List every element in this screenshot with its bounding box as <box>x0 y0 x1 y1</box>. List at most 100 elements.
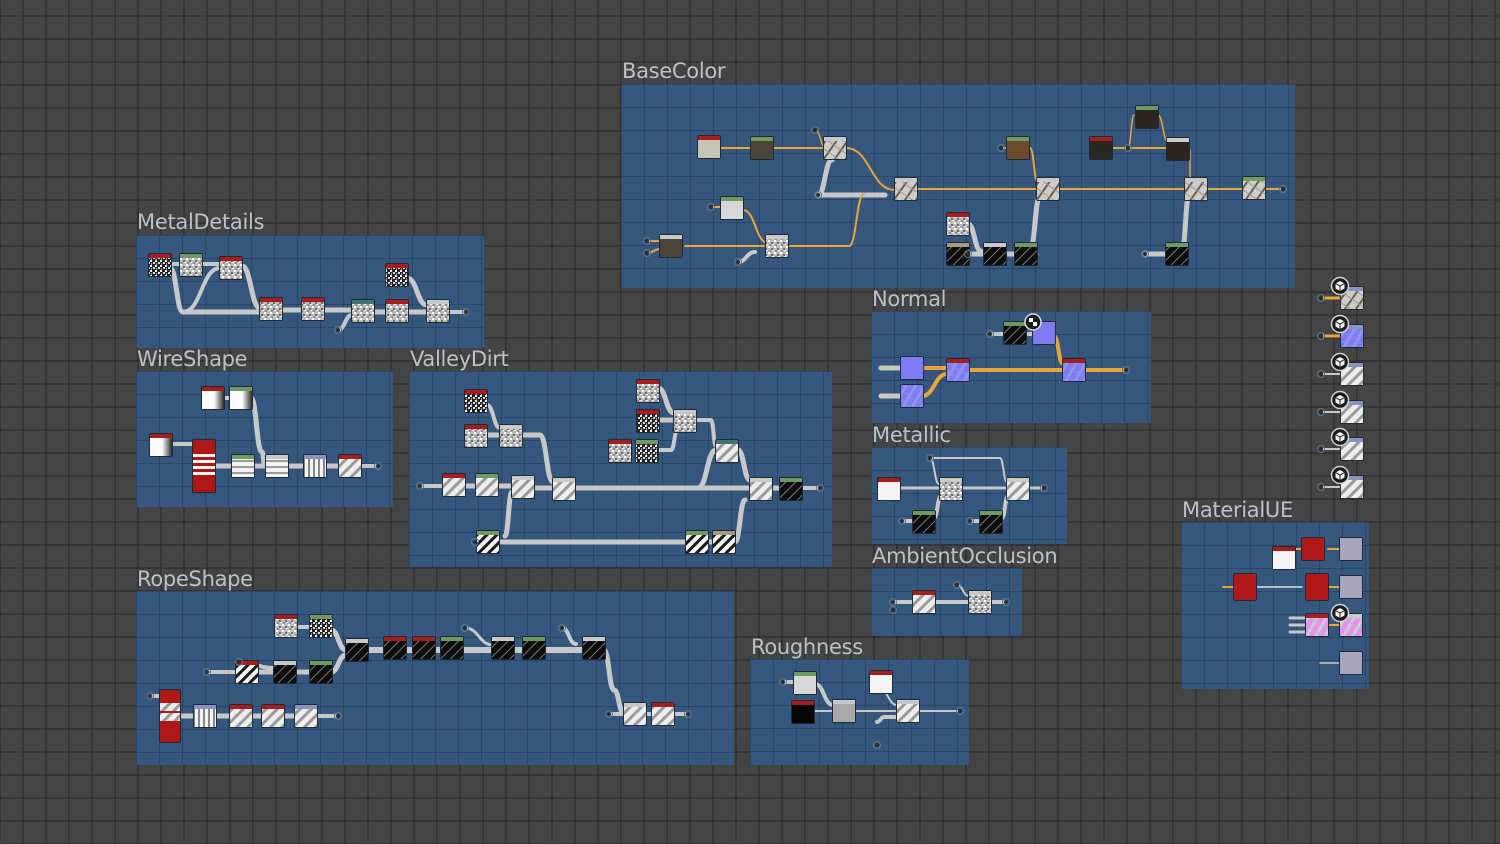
blend-node[interactable] <box>511 475 535 499</box>
blend-node[interactable] <box>301 297 325 321</box>
output-input-port[interactable] <box>1317 445 1325 453</box>
graph-port[interactable] <box>966 517 974 525</box>
transform-node[interactable] <box>475 473 499 497</box>
levels-node[interactable] <box>793 671 817 695</box>
transform-node[interactable] <box>685 530 709 554</box>
tile-node[interactable] <box>442 473 466 497</box>
normal-blend-node[interactable] <box>946 358 970 382</box>
graph-port[interactable] <box>889 598 897 606</box>
graph-port[interactable] <box>926 454 934 462</box>
shape-node[interactable] <box>229 386 253 410</box>
graph-port[interactable] <box>779 678 787 686</box>
noise-node[interactable] <box>309 614 333 638</box>
ao-node[interactable] <box>912 590 936 614</box>
blend-node[interactable] <box>219 256 243 280</box>
mask-node[interactable] <box>983 242 1007 266</box>
levels-node[interactable] <box>440 636 464 660</box>
blend-node[interactable] <box>832 699 856 723</box>
blend-node[interactable] <box>273 660 297 684</box>
output-port[interactable] <box>1279 185 1287 193</box>
blend-node[interactable] <box>265 454 289 478</box>
blend-node[interactable] <box>1166 137 1190 161</box>
blend-node[interactable] <box>1006 477 1030 501</box>
color-node[interactable] <box>1006 136 1030 160</box>
normal-blend-node[interactable] <box>1062 358 1086 382</box>
blend-node[interactable] <box>499 424 523 448</box>
graph-port[interactable] <box>811 126 819 134</box>
blend-node[interactable] <box>894 177 918 201</box>
levels-node[interactable] <box>383 636 407 660</box>
levels-node[interactable] <box>720 196 744 220</box>
output-port[interactable] <box>334 712 342 720</box>
blend-node[interactable] <box>491 636 515 660</box>
graph-port[interactable] <box>964 250 972 258</box>
cube-icon[interactable] <box>1330 390 1350 410</box>
graph-port[interactable] <box>416 482 424 490</box>
output-port[interactable] <box>462 308 470 316</box>
noise-node[interactable] <box>385 263 409 287</box>
noise-node[interactable] <box>148 253 172 277</box>
graph-port[interactable] <box>235 658 243 666</box>
blend-node[interactable] <box>582 636 606 660</box>
frame-ropeshape[interactable] <box>136 591 734 765</box>
frame-metaldetails[interactable] <box>136 235 484 348</box>
blend-node[interactable] <box>522 636 546 660</box>
blend-node[interactable] <box>712 530 736 554</box>
blend-node[interactable] <box>552 477 576 501</box>
blend-node[interactable] <box>1184 177 1208 201</box>
blend-node[interactable] <box>749 477 773 501</box>
graph-port[interactable] <box>814 191 822 199</box>
graph-port[interactable] <box>873 741 881 749</box>
blend-node[interactable] <box>765 234 789 258</box>
output-input-port[interactable] <box>1317 294 1325 302</box>
mask-node[interactable] <box>912 510 936 534</box>
blend-node[interactable] <box>345 638 369 662</box>
transform-node[interactable] <box>229 704 253 728</box>
noise-node[interactable] <box>636 409 660 433</box>
output-port[interactable] <box>374 462 382 470</box>
transform-node[interactable] <box>338 454 362 478</box>
normal-node[interactable] <box>900 384 924 408</box>
blend-node[interactable] <box>426 299 450 323</box>
levels-node[interactable] <box>968 590 992 614</box>
frame-metallic[interactable] <box>871 447 1067 544</box>
graph-port[interactable] <box>334 326 342 334</box>
output-port[interactable] <box>684 710 692 718</box>
output-port[interactable] <box>1122 366 1130 374</box>
mask-node[interactable] <box>979 510 1003 534</box>
levels-node[interactable] <box>412 636 436 660</box>
graph-port[interactable] <box>734 258 742 266</box>
color-node[interactable] <box>877 477 901 501</box>
blend-node[interactable] <box>623 702 647 726</box>
output-port[interactable] <box>1040 484 1048 492</box>
graph-port[interactable] <box>707 203 715 211</box>
graph-port[interactable] <box>889 606 897 614</box>
cube-icon[interactable] <box>1330 276 1350 296</box>
color-node[interactable] <box>1089 136 1113 160</box>
cube-icon[interactable] <box>1330 465 1350 485</box>
blend-node[interactable] <box>259 297 283 321</box>
graph-port[interactable] <box>471 538 479 546</box>
shape-node[interactable] <box>149 433 173 457</box>
noise-node[interactable] <box>946 212 970 236</box>
output-input-port[interactable] <box>1317 332 1325 340</box>
cube-icon[interactable] <box>1330 314 1350 334</box>
color-node[interactable] <box>1272 546 1296 570</box>
levels-node[interactable] <box>715 439 739 463</box>
color-node[interactable] <box>1135 105 1159 129</box>
material-output-node[interactable] <box>1339 651 1363 675</box>
blur-node[interactable] <box>179 253 203 277</box>
material-node[interactable] <box>1233 573 1257 601</box>
graph-port[interactable] <box>1141 250 1149 258</box>
warp-node[interactable] <box>303 454 327 478</box>
material-node[interactable] <box>1301 537 1325 561</box>
cube-icon[interactable] <box>1330 427 1350 447</box>
shape-node[interactable] <box>201 386 225 410</box>
output-input-port[interactable] <box>1317 483 1325 491</box>
transform-node[interactable] <box>294 704 318 728</box>
mask-node[interactable] <box>1014 242 1038 266</box>
blend-node[interactable] <box>1242 176 1266 200</box>
graph-port[interactable] <box>461 624 469 632</box>
graph-port[interactable] <box>605 710 613 718</box>
